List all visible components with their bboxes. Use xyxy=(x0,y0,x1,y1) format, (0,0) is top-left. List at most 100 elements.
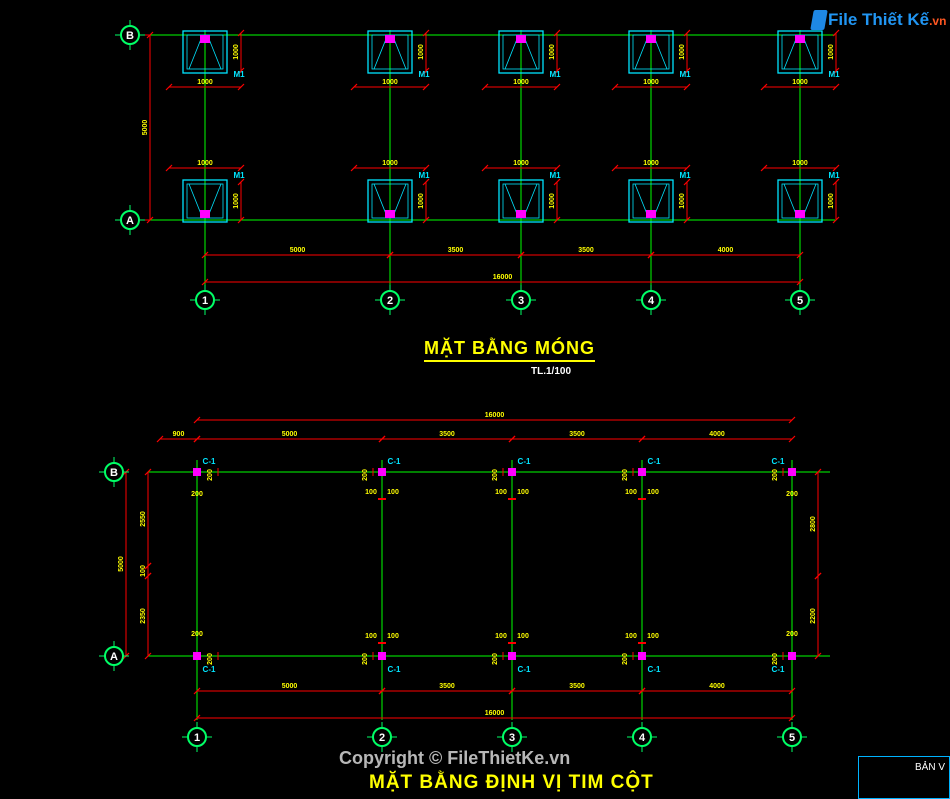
footing-slope xyxy=(524,183,538,215)
footing-depth-dim-tick xyxy=(683,29,691,37)
footing-tag: M1 xyxy=(828,171,840,180)
footing-outline xyxy=(498,179,544,223)
top-span-dim-3-text: 3500 xyxy=(578,247,594,254)
top-span-dim-3-tick xyxy=(517,251,525,259)
column-tag: C-1 xyxy=(203,665,216,674)
footing-depth-dim-text: 1000 xyxy=(233,193,240,209)
column-dim-left: 100 xyxy=(495,489,507,496)
footing-width-dim-tick xyxy=(832,164,840,172)
bottom-span-dim-2-text: 3500 xyxy=(439,683,455,690)
bottom-right-upper-tick xyxy=(814,468,822,476)
footing-width-dim-tick xyxy=(237,164,245,172)
bottom-span-dim-top-1-text: 5000 xyxy=(282,431,298,438)
footing-width-dim-text: 1000 xyxy=(513,160,529,167)
footing-width-dim-tick xyxy=(481,83,489,91)
column-marker xyxy=(508,652,516,660)
footing-depth-dim-tick xyxy=(832,67,840,75)
footing-width-dim-tick xyxy=(422,164,430,172)
footing-depth-dim-tick xyxy=(553,29,561,37)
column-dim-left: 100 xyxy=(365,489,377,496)
bottom-total-dim-tick xyxy=(193,714,201,722)
bottom-left-offset-dim-tick xyxy=(156,435,164,443)
plan-bottom-title: MẶT BẰNG ĐỊNH VỊ TIM CỘT xyxy=(369,772,654,793)
bottom-vertical-upper-text: 2550 xyxy=(140,511,147,527)
column-dim-side: 200 xyxy=(207,653,214,665)
footing-slope xyxy=(783,38,797,70)
column-dim-right: 100 xyxy=(647,489,659,496)
grid-bubble-1-bottom-label: 1 xyxy=(194,732,200,744)
bottom-span-dim-1-text: 5000 xyxy=(282,683,298,690)
watermark: Copyright © FileThietKe.vn xyxy=(339,748,571,768)
footing-column xyxy=(795,210,805,218)
column-marker xyxy=(508,468,516,476)
bottom-total-dim-text: 16000 xyxy=(485,710,505,717)
footing-tag: M1 xyxy=(418,70,430,79)
footing-width-dim-text: 1000 xyxy=(643,160,659,167)
column-dim-side: 200 xyxy=(362,653,369,665)
footing-tag: M1 xyxy=(549,70,561,79)
top-span-dim-2-tick xyxy=(386,251,394,259)
column-dim-side: 200 xyxy=(492,469,499,481)
footing-outline xyxy=(182,179,228,223)
footing-tag: M1 xyxy=(233,70,245,79)
column-tag: C-1 xyxy=(518,457,531,466)
footing-width-dim-tick xyxy=(350,83,358,91)
bottom-left-offset-dim-text: 900 xyxy=(173,431,185,438)
footing-depth-dim-tick xyxy=(422,29,430,37)
grid-bubble-3-bottom-label: 3 xyxy=(509,732,515,744)
bottom-span-dim-top-2-text: 3500 xyxy=(439,431,455,438)
footing-width-dim-text: 1000 xyxy=(792,79,808,86)
column-marker xyxy=(378,652,386,660)
bottom-right-upper-text: 2800 xyxy=(810,516,817,532)
top-total-dim-tick xyxy=(201,278,209,286)
column-dim-left: 100 xyxy=(495,633,507,640)
bottom-span-dim-top-4-text: 4000 xyxy=(709,431,725,438)
column-dim-right: 100 xyxy=(517,489,529,496)
footing-slope xyxy=(393,38,407,70)
footing-outline xyxy=(628,179,674,223)
column-dim-edge: 200 xyxy=(786,491,798,498)
bottom-total-dim-top-text: 16000 xyxy=(485,412,505,419)
footing-depth-dim-tick xyxy=(683,67,691,75)
footing-depth-dim-tick xyxy=(553,67,561,75)
footing-depth-dim-tick xyxy=(832,216,840,224)
footing-width-dim-text: 1000 xyxy=(513,79,529,86)
footing-width-dim-tick xyxy=(553,164,561,172)
top-span-dim-1-text: 5000 xyxy=(290,247,306,254)
column-tag: C-1 xyxy=(203,457,216,466)
footing-tag: M1 xyxy=(679,70,691,79)
footing-slope xyxy=(504,183,518,215)
logo-text: File Thiết Kế.vn xyxy=(828,10,947,29)
bottom-right-lower-text: 2200 xyxy=(810,608,817,624)
top-span-dim-2-text: 3500 xyxy=(448,247,464,254)
footing-outline xyxy=(367,179,413,223)
footing-depth-dim-tick xyxy=(683,178,691,186)
bottom-span-dim-top-3-tick xyxy=(508,435,516,443)
footing-outline xyxy=(628,30,674,74)
footing-depth-dim-tick xyxy=(422,67,430,75)
grid-bubble-B-bottom-label: B xyxy=(110,467,118,479)
footing-depth-dim-tick xyxy=(832,178,840,186)
grid-bubble-1-top-label: 1 xyxy=(202,295,208,307)
footing-outline xyxy=(182,30,228,74)
site-logo: File Thiết Kế.vn xyxy=(810,10,947,30)
footing-column xyxy=(200,35,210,43)
footing-width-dim-text: 1000 xyxy=(197,160,213,167)
top-span-dim-4-text: 4000 xyxy=(718,247,734,254)
footing-slope xyxy=(208,38,222,70)
bottom-span-dim-1-tick xyxy=(193,687,201,695)
bottom-right-lower-tick xyxy=(814,572,822,580)
footing-slope xyxy=(524,38,538,70)
bottom-vertical-total-text: 5000 xyxy=(118,556,125,572)
footing-depth-dim-tick xyxy=(237,216,245,224)
bottom-span-dim-4-tick xyxy=(638,687,646,695)
footing-depth-dim-tick xyxy=(422,216,430,224)
footing-column xyxy=(385,35,395,43)
footing-slope xyxy=(373,183,387,215)
top-total-dim-text: 16000 xyxy=(493,274,513,281)
column-dim-edge: 200 xyxy=(786,631,798,638)
footing-width-dim-tick xyxy=(760,164,768,172)
bottom-vertical-mid-text: 100 xyxy=(140,565,147,577)
footing-depth-dim-tick xyxy=(237,67,245,75)
